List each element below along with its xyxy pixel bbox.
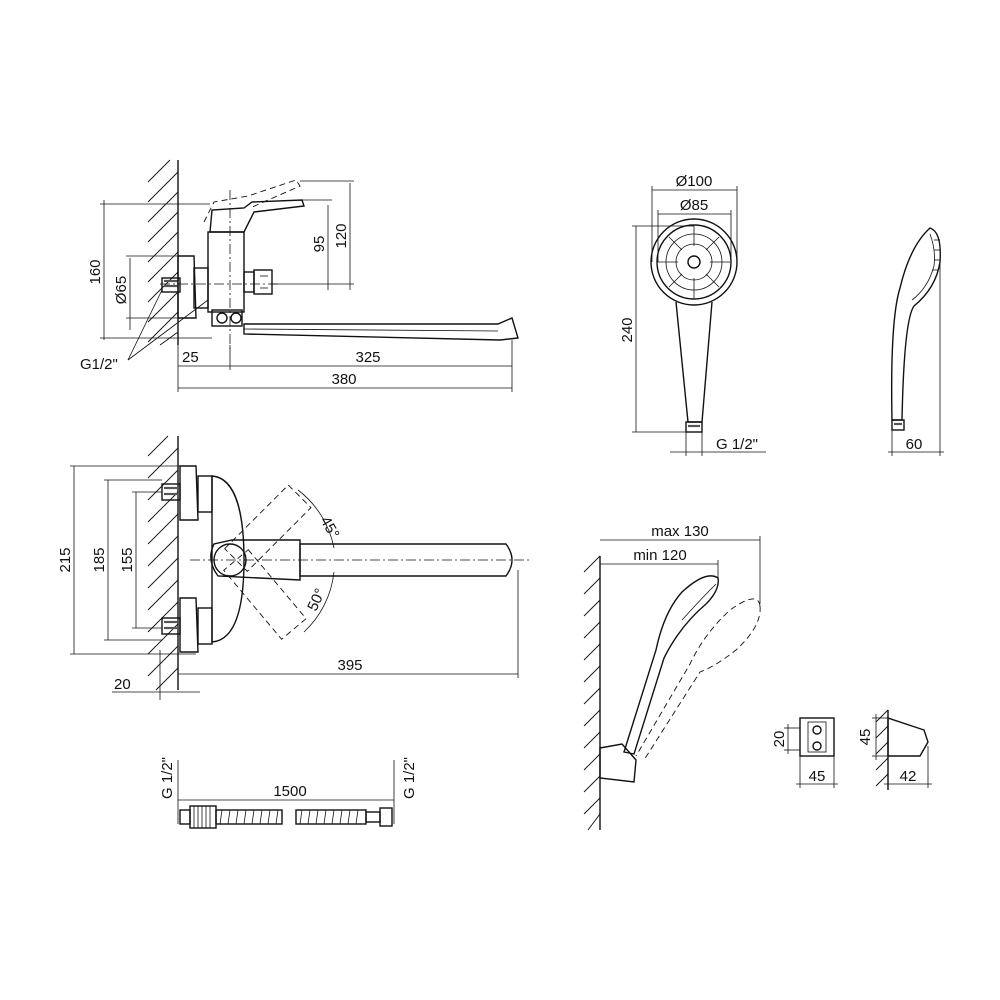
dim-325: 325 bbox=[355, 349, 380, 366]
hand-shower-side bbox=[888, 227, 944, 456]
dim-holder-42: 42 bbox=[900, 768, 917, 785]
dim-185: 185 bbox=[91, 547, 108, 572]
dim-120: 120 bbox=[333, 223, 350, 248]
dim-395: 395 bbox=[337, 657, 362, 674]
dim-160: 160 bbox=[87, 259, 104, 284]
dim-85: Ø85 bbox=[680, 197, 708, 214]
label-g12-side: G1/2" bbox=[80, 356, 118, 373]
dim-60: 60 bbox=[906, 436, 923, 453]
dim-20: 20 bbox=[114, 676, 131, 693]
dim-holder-45-width: 45 bbox=[809, 768, 826, 785]
dim-240: 240 bbox=[619, 317, 636, 342]
dim-min120: min 120 bbox=[633, 547, 686, 564]
shower-in-holder bbox=[583, 536, 761, 831]
label-shower-g: G 1/2" bbox=[716, 436, 758, 453]
mixer-top-view bbox=[70, 435, 530, 700]
dim-65: Ø65 bbox=[113, 276, 130, 304]
dim-1500: 1500 bbox=[273, 783, 306, 800]
dim-max130: max 130 bbox=[651, 523, 709, 540]
mixer-side-view bbox=[100, 159, 519, 392]
label-hose-g-right: G 1/2" bbox=[401, 757, 418, 799]
label-hose-g-left: G 1/2" bbox=[159, 757, 176, 799]
dim-95: 95 bbox=[311, 236, 328, 253]
dim-100: Ø100 bbox=[676, 173, 713, 190]
dim-25: 25 bbox=[182, 349, 199, 366]
dim-380: 380 bbox=[331, 371, 356, 388]
dim-215: 215 bbox=[57, 547, 74, 572]
hose-drawing bbox=[177, 760, 395, 829]
dim-holder-20: 20 bbox=[771, 731, 788, 748]
dim-155: 155 bbox=[119, 547, 136, 572]
holder-front bbox=[784, 717, 838, 788]
angle-50: 50° bbox=[304, 586, 329, 614]
dim-holder-45-height: 45 bbox=[857, 729, 874, 746]
holder-side bbox=[872, 709, 932, 790]
hand-shower-front bbox=[632, 186, 766, 456]
angle-45: 45° bbox=[317, 514, 343, 542]
